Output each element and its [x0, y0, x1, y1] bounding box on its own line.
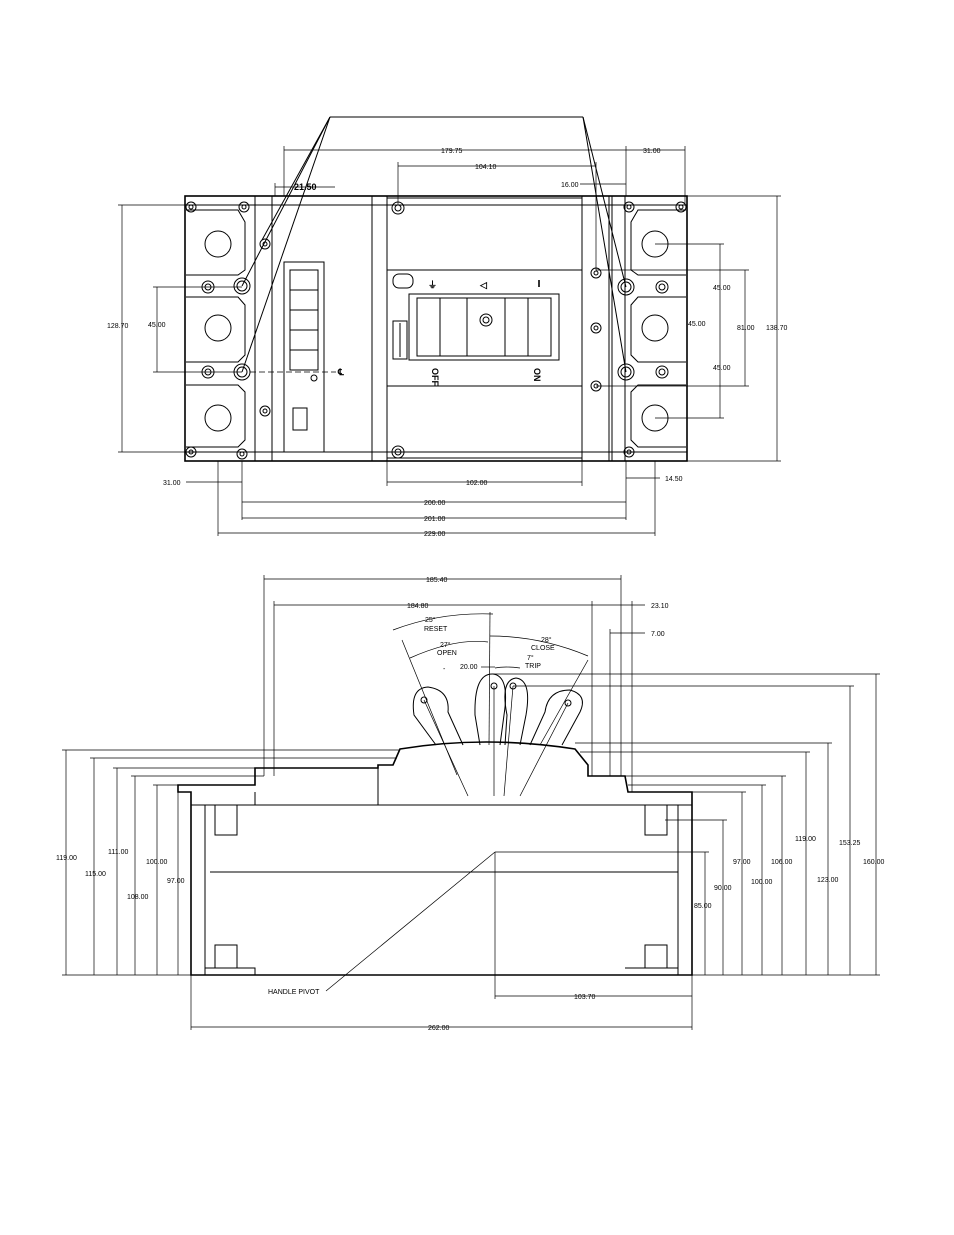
handle-open	[412, 686, 464, 746]
terminal-hole	[204, 230, 232, 258]
dim-153-25: 153.25	[839, 840, 861, 847]
dim-104-10: 104.10	[475, 164, 497, 171]
dim-100-00-right: 100.00	[751, 879, 773, 886]
handle-pivot-label: HANDLE PIVOT	[268, 989, 320, 996]
dim-185-40: 185.40	[426, 577, 448, 584]
dim-14-50: 14.50	[665, 476, 683, 483]
on-label: ON	[532, 368, 542, 382]
dim-111-00: 111.00	[108, 849, 128, 856]
trip-angle: 7°	[527, 654, 534, 662]
side-view: 25° RESET 27° OPEN 28° CLOSE 7° TRIP - 2…	[56, 575, 885, 1032]
dim-45-00-right-top: 45.00	[713, 285, 731, 292]
dim-179-75: 179.75	[441, 148, 463, 155]
dim-45-00-left: 45.00	[148, 322, 166, 329]
terminal-hole	[641, 314, 669, 342]
reset-button-icon	[392, 273, 414, 289]
dim-119-00-left: 119.00	[56, 855, 77, 862]
terminal-hole	[204, 404, 232, 432]
test-arrow-icon: ◁	[479, 280, 488, 290]
top-leader-lines	[241, 116, 627, 373]
dim-138-70: 138.70	[766, 325, 788, 332]
dim-7-00: 7.00	[651, 631, 665, 638]
open-label: OPEN	[437, 650, 457, 657]
dim-262-00: 262.00	[428, 1025, 450, 1032]
dim-90-00: 90.00	[714, 885, 732, 892]
dim-31-00-bottom: 31.00	[163, 480, 181, 487]
dim-81-00: 81.00	[737, 325, 755, 332]
handle-reset	[474, 673, 507, 746]
dim-45-00-right-bottom: 45.00	[713, 365, 731, 372]
trip-label: TRIP	[525, 663, 541, 670]
reset-angle: 25°	[425, 616, 436, 624]
dim-106-00: 106.00	[771, 859, 793, 866]
side-body-outline	[177, 741, 693, 976]
terminal-hole	[204, 314, 232, 342]
handle-close	[529, 689, 583, 746]
close-label: CLOSE	[531, 645, 555, 652]
toggle-handle: ⏚ ◁	[392, 273, 560, 361]
dim-128-70: 128.70	[107, 323, 129, 330]
top-view: ⏚ ◁ OFF ON ℄ 179.75 104.10 31.00 21.50 1…	[107, 116, 788, 538]
centerline-symbol: ℄	[337, 367, 344, 377]
svg-text:-: -	[443, 666, 446, 673]
dim-201-00: 201.00	[424, 516, 446, 523]
accessory-module	[283, 261, 325, 453]
cover-plate	[386, 195, 610, 462]
left-terminals	[185, 201, 271, 460]
dim-115-00: 115.00	[85, 871, 106, 878]
dim-108-00: 108.00	[127, 894, 149, 901]
dim-184-80: 184.80	[407, 603, 429, 610]
open-angle: 27°	[440, 641, 451, 649]
handle-positions	[401, 611, 589, 797]
dim-97-00-right: 97.00	[733, 859, 751, 866]
dim-160-00: 160.00	[863, 859, 885, 866]
dim-229-00: 229.00	[424, 531, 446, 538]
dim-123-00: 123.00	[817, 877, 839, 884]
close-angle: 28°	[541, 636, 552, 644]
reset-label: RESET	[424, 626, 448, 633]
dim-100-00-left: 100.00	[146, 859, 168, 866]
power-symbol-icon: ⏚	[428, 280, 437, 290]
off-label: OFF	[430, 368, 440, 386]
dim-85-00: 85.00	[694, 903, 712, 910]
right-height-dims: 85.00 90.00 97.00 100.00 106.00 119.00 1…	[493, 673, 885, 976]
dim-45-00-right-mid: 45.00	[688, 321, 706, 328]
dim-119-00-right: 119.00	[795, 836, 816, 843]
dim-200-00: 200.00	[424, 500, 446, 507]
dim-23-10: 23.10	[651, 603, 669, 610]
dim-97-00-left: 97.00	[167, 878, 185, 885]
dim-16-00: 16.00	[561, 182, 579, 189]
dim-20-00: 20.00	[460, 664, 478, 671]
right-terminals	[590, 201, 687, 458]
left-height-dims: 119.00 115.00 111.00 108.00 100.00 97.00	[56, 749, 400, 976]
dim-31-00-top: 31.00	[643, 148, 661, 155]
dim-21-50: 21.50	[294, 182, 317, 192]
handle-trip	[504, 677, 529, 746]
dim-103-70: 103.70	[574, 994, 596, 1001]
dim-102-00: 102.00	[466, 480, 488, 487]
